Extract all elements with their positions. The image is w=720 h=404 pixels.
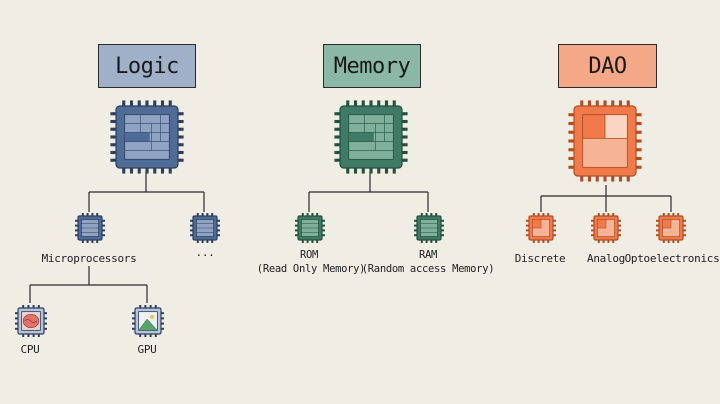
analog-chip <box>591 213 621 243</box>
rom-chip <box>295 213 325 243</box>
ram-label: RAM <box>418 249 438 261</box>
cpu-chip <box>15 305 47 337</box>
dao-chip-large <box>568 100 642 182</box>
logic-more-label: ... <box>195 246 215 259</box>
microprocessors-chip <box>75 213 105 243</box>
discrete-chip <box>526 213 556 243</box>
gpu-label: GPU <box>137 343 157 356</box>
optoelectronics-chip <box>656 213 686 243</box>
dao-connector <box>540 185 672 212</box>
logic-connector <box>88 172 205 212</box>
optoelectronics-label: Optoelectronics <box>624 252 720 265</box>
microprocessors-label: Microprocessors <box>41 252 137 265</box>
discrete-label: Discrete <box>514 252 566 265</box>
category-title-logic: Logic <box>98 44 196 88</box>
ram-full-label: (Random access Memory) <box>361 263 495 275</box>
rom-label: ROM <box>299 249 319 261</box>
category-title-dao: DAO <box>558 44 657 88</box>
logic-chip-large <box>110 100 184 174</box>
logic-other-chip <box>190 213 220 243</box>
microprocessors-connector <box>29 266 148 303</box>
rom-full-label: (Read Only Memory) <box>256 263 366 275</box>
ram-chip <box>414 213 444 243</box>
analog-label: Analog <box>587 252 625 265</box>
memory-connector <box>308 172 429 212</box>
gpu-chip <box>132 305 164 337</box>
category-title-memory: Memory <box>323 44 421 88</box>
memory-chip-large <box>334 100 408 174</box>
cpu-label: CPU <box>20 343 40 356</box>
